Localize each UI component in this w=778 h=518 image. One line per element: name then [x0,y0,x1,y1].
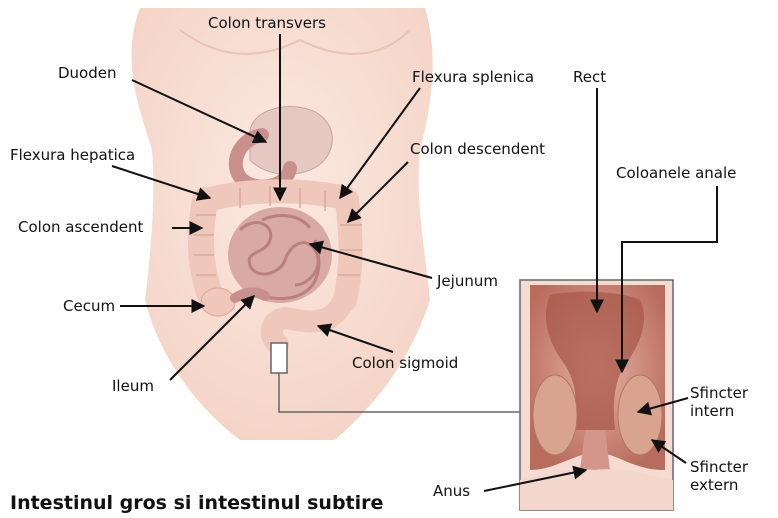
zoom-indicator-box [271,343,287,373]
label-duoden: Duoden [58,64,117,82]
label-anus: Anus [433,482,470,500]
label-flexura-hepatica: Flexura hepatica [10,146,135,164]
label-jejunum: Jejunum [437,272,498,290]
label-cecum: Cecum [63,297,115,315]
sphincter-left [533,375,577,455]
diagram-title: Intestinul gros si intestinul subtire [10,492,383,514]
small-intestine-coils [228,207,332,303]
label-coloanele-anale: Coloanele anale [616,164,736,182]
label-colon-ascendent: Colon ascendent [18,218,143,236]
label-rect: Rect [573,68,606,86]
label-sfincter-extern-line2: extern [690,476,738,494]
label-colon-descendent: Colon descendent [410,140,545,158]
anal-opening-skin [520,469,673,510]
label-ileum: Ileum [112,377,154,395]
label-sfincter-intern-line1: Sfincter [690,384,748,402]
label-sfincter-intern-line2: intern [690,402,734,420]
cecum-shape [201,288,235,316]
anal-canal [580,430,610,470]
label-colon-sigmoid: Colon sigmoid [352,354,458,372]
label-sfincter-extern-line1: Sfincter [690,458,748,476]
ileum-shape [235,292,265,298]
label-flexura-splenica: Flexura splenica [412,68,534,86]
label-colon-transvers: Colon transvers [208,14,326,32]
